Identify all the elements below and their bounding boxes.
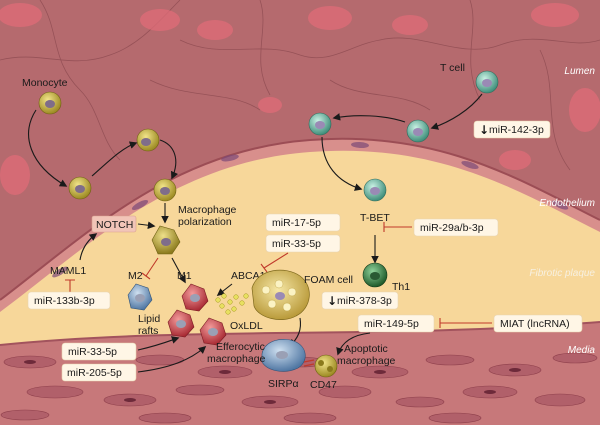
endothelial-nuclei	[52, 141, 569, 278]
mir149-box	[357, 314, 435, 333]
efferocytic-label-1: Efferocytic	[216, 341, 265, 353]
foam-cell	[251, 269, 310, 320]
mir205-label: miR-205-5p	[67, 367, 122, 379]
apoptotic-label-1: Apoptotic	[344, 343, 388, 355]
t-cell-in-plaque	[363, 178, 387, 202]
foam-cell-label: FOAM cell	[304, 274, 353, 286]
monocyte-transmigrating	[136, 128, 160, 152]
mir33-top-box	[265, 234, 341, 253]
mir149-label: miR-149-5p	[364, 318, 419, 330]
arrow-notch-polarization	[137, 221, 156, 230]
endothelial-cells-lumen	[0, 0, 600, 171]
t-cell-label: T cell	[440, 62, 465, 74]
macrophage-polarization-label-1: Macrophage	[178, 204, 237, 216]
lipid-rafts-label-2: rafts	[138, 325, 158, 337]
monocyte-adhered	[68, 176, 92, 200]
notch-box	[91, 215, 137, 233]
mir33-top-label: miR-33-5p	[272, 238, 321, 250]
th1-cell	[362, 262, 388, 288]
lumen-label: Lumen	[564, 66, 595, 77]
m1-macrophage	[181, 283, 209, 312]
cd47-label: CD47	[310, 379, 337, 391]
notch-label: NOTCH	[96, 219, 133, 231]
sirpa-label: SIRPα	[268, 378, 299, 390]
inhibit-mir-abca1	[260, 252, 289, 273]
oxldl-label: OxLDL	[230, 320, 263, 332]
m2-label: M2	[128, 270, 143, 282]
inhibit-to-m2	[141, 257, 159, 280]
lipid-raft-macrophage-2	[199, 317, 227, 346]
mir17-box	[265, 213, 341, 232]
mir378-label: miR-378-3p	[337, 295, 392, 307]
macrophage-cell	[151, 225, 181, 255]
mir378-box	[321, 291, 399, 310]
mir33-bottom-label: miR-33-5p	[68, 346, 117, 358]
inhibit-mir133-maml1	[65, 279, 75, 292]
arrow-tcell-enter	[321, 136, 363, 191]
mir142-label: miR-142-3p	[489, 124, 544, 136]
arrow-mir149-cd47	[336, 332, 371, 356]
apoptotic-label-2: macrophage	[337, 355, 396, 367]
apoptotic-macrophage	[314, 354, 338, 378]
m2-macrophage	[127, 283, 153, 311]
inhibit-miat-mir149	[439, 318, 492, 328]
tbet-label: T-BET	[360, 212, 390, 224]
th1-label: Th1	[392, 281, 410, 293]
arrow-monocyte-down	[28, 109, 68, 187]
t-cell-adhered	[406, 119, 430, 143]
lipid-raft-macrophage-1	[167, 309, 195, 338]
media-label: Media	[568, 345, 596, 356]
arrow-mir33-lipid	[137, 336, 180, 351]
mir17-label: miR-17-5p	[272, 217, 321, 229]
maml1-label: MAML1	[50, 265, 86, 277]
arrow-monocyte-up	[91, 141, 138, 177]
endothelium-edge	[0, 137, 600, 301]
mir29-label: miR-29a/b-3p	[420, 222, 484, 234]
arrow-tcell-left	[332, 113, 406, 123]
monocyte-cell	[38, 91, 62, 115]
mir33-bottom-box	[61, 342, 137, 361]
mir142-box	[473, 120, 551, 139]
monocyte-label: Monocyte	[22, 77, 68, 89]
macrophage-polarization-label-2: polarization	[178, 216, 232, 228]
arrow-abca1	[216, 283, 233, 296]
miat-box	[493, 314, 583, 333]
red-blood-cells	[0, 3, 600, 195]
arrow-monocyte-enter	[159, 139, 179, 180]
inhibit-mir29-tbet	[383, 222, 412, 232]
lipid-rafts-label-1: Lipid	[138, 313, 160, 325]
mir378-down-arrow: ↓	[327, 294, 337, 308]
efferocytic-macrophage	[261, 339, 306, 372]
mir29-box	[413, 218, 499, 237]
mir142-down-arrow: ↓	[479, 123, 489, 137]
endothelium-label: Endothelium	[539, 198, 595, 209]
t-cell-lumen	[475, 70, 499, 94]
oxldl-particles	[215, 293, 249, 315]
mir133-label: miR-133b-3p	[34, 295, 95, 307]
mir205-box	[61, 363, 137, 382]
arrow-tcell-down	[430, 93, 483, 130]
arrow-mir205-lipid	[137, 345, 207, 373]
miat-label: MIAT (lncRNA)	[500, 318, 570, 330]
mir133-box	[27, 291, 111, 310]
arrow-to-m1	[171, 257, 186, 284]
efferocytic-label-2: macrophage	[207, 353, 266, 365]
fibrotic-plaque-label: Fibrotic plaque	[529, 268, 595, 279]
arrow-maml1-notch	[79, 233, 98, 261]
t-cell-transmigrating	[308, 112, 332, 136]
cd47-sirpa-interaction	[303, 359, 315, 367]
monocyte-entered-plaque	[153, 178, 177, 202]
